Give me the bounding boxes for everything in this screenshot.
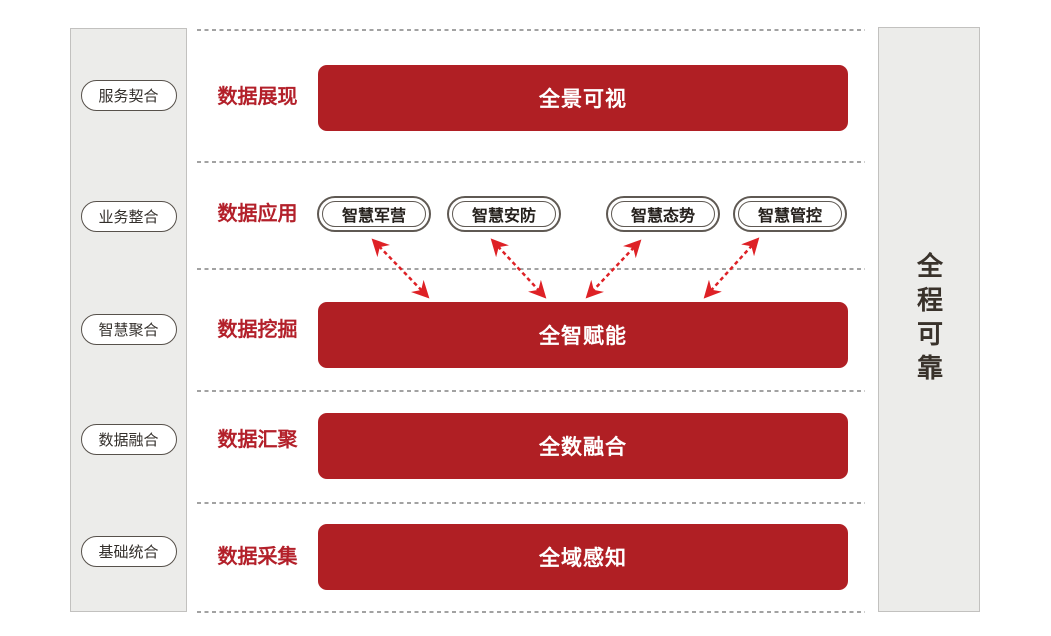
- bar-panorama: 全景可视: [318, 65, 848, 131]
- left-pill-label: 数据融合: [98, 432, 159, 449]
- left-pill-3: 智慧聚合: [80, 314, 177, 345]
- row-label-apply: 数据应用: [217, 203, 298, 225]
- app-pill-label: 智慧军营: [322, 201, 426, 227]
- bar-fusion: 全数融合: [318, 413, 848, 479]
- row-label-display: 数据展现: [217, 86, 298, 108]
- app-pill-army: 智慧军营: [317, 196, 431, 232]
- row-label-mining: 数据挖掘: [217, 319, 298, 341]
- left-pill-1: 服务契合: [80, 80, 177, 111]
- dashed-separator-4: [197, 390, 865, 392]
- bar-sensing: 全域感知: [318, 524, 848, 590]
- dashed-separator-6: [197, 611, 865, 613]
- bar-label: 全景可视: [539, 88, 627, 111]
- left-column: 服务契合 业务整合 智慧聚合 数据融合 基础统合: [70, 28, 187, 612]
- row-label-gather: 数据汇聚: [217, 429, 298, 451]
- dashed-separator-2: [197, 161, 865, 163]
- vertical-slogan: 全程可靠: [913, 251, 944, 388]
- left-pill-label: 基础统合: [98, 544, 159, 561]
- app-pill-control: 智慧管控: [733, 196, 847, 232]
- row-label-collect: 数据采集: [217, 546, 298, 568]
- left-pill-label: 业务整合: [98, 209, 159, 226]
- left-pill-label: 服务契合: [98, 88, 159, 105]
- app-pill-label: 智慧管控: [738, 201, 842, 227]
- left-pill-2: 业务整合: [80, 201, 177, 232]
- right-column: 全程可靠: [878, 27, 980, 612]
- dashed-separator-1: [197, 29, 865, 31]
- left-pill-label: 智慧聚合: [98, 322, 159, 339]
- left-pill-5: 基础统合: [80, 536, 177, 567]
- app-pill-label: 智慧安防: [452, 201, 556, 227]
- dashed-separator-5: [197, 502, 865, 504]
- bar-label: 全数融合: [539, 436, 627, 459]
- app-pill-label: 智慧态势: [611, 201, 715, 227]
- dashed-separator-3: [197, 268, 865, 270]
- bar-label: 全域感知: [539, 547, 627, 570]
- bar-intelligence: 全智赋能: [318, 302, 848, 368]
- app-pill-security: 智慧安防: [447, 196, 561, 232]
- app-pill-situation: 智慧态势: [606, 196, 720, 232]
- left-pill-4: 数据融合: [80, 424, 177, 455]
- bar-label: 全智赋能: [539, 325, 627, 348]
